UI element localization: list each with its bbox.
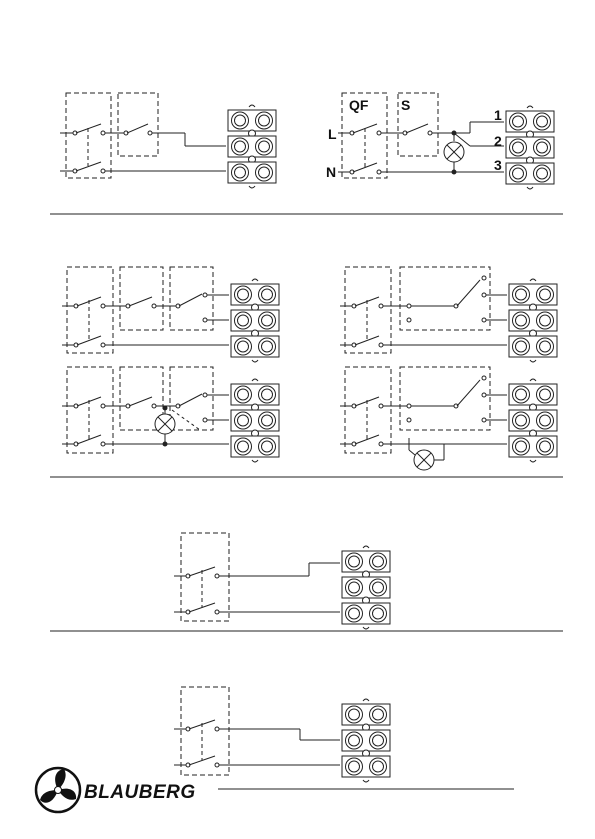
terminal-block	[228, 105, 276, 188]
switch-box	[118, 93, 158, 156]
diagram-1-left	[60, 93, 276, 188]
label-l: L	[328, 126, 337, 142]
lamp-symbol	[414, 450, 434, 470]
label-qf: QF	[349, 97, 369, 113]
terminal-label-3: 3	[494, 157, 502, 173]
lamp-symbol	[444, 142, 464, 162]
diagram-2-right-top	[340, 267, 557, 362]
terminal-label-1: 1	[494, 107, 502, 123]
brand-name: BLAUBERG	[84, 782, 196, 803]
lamp-symbol	[155, 414, 175, 434]
brand-logo: BLAUBERG	[36, 768, 196, 812]
diagram-3	[174, 533, 390, 629]
terminal-label-2: 2	[494, 133, 502, 149]
diagram-2-left-top	[62, 267, 279, 362]
label-n: N	[326, 164, 336, 180]
label-s: S	[401, 97, 410, 113]
diagram-1-right: QF S L N 1 2 3	[326, 93, 554, 189]
diagram-2-right-bottom	[340, 367, 557, 470]
diagram-4	[174, 687, 390, 782]
diagram-2-left-bottom	[62, 367, 279, 462]
terminal-block	[506, 106, 554, 189]
